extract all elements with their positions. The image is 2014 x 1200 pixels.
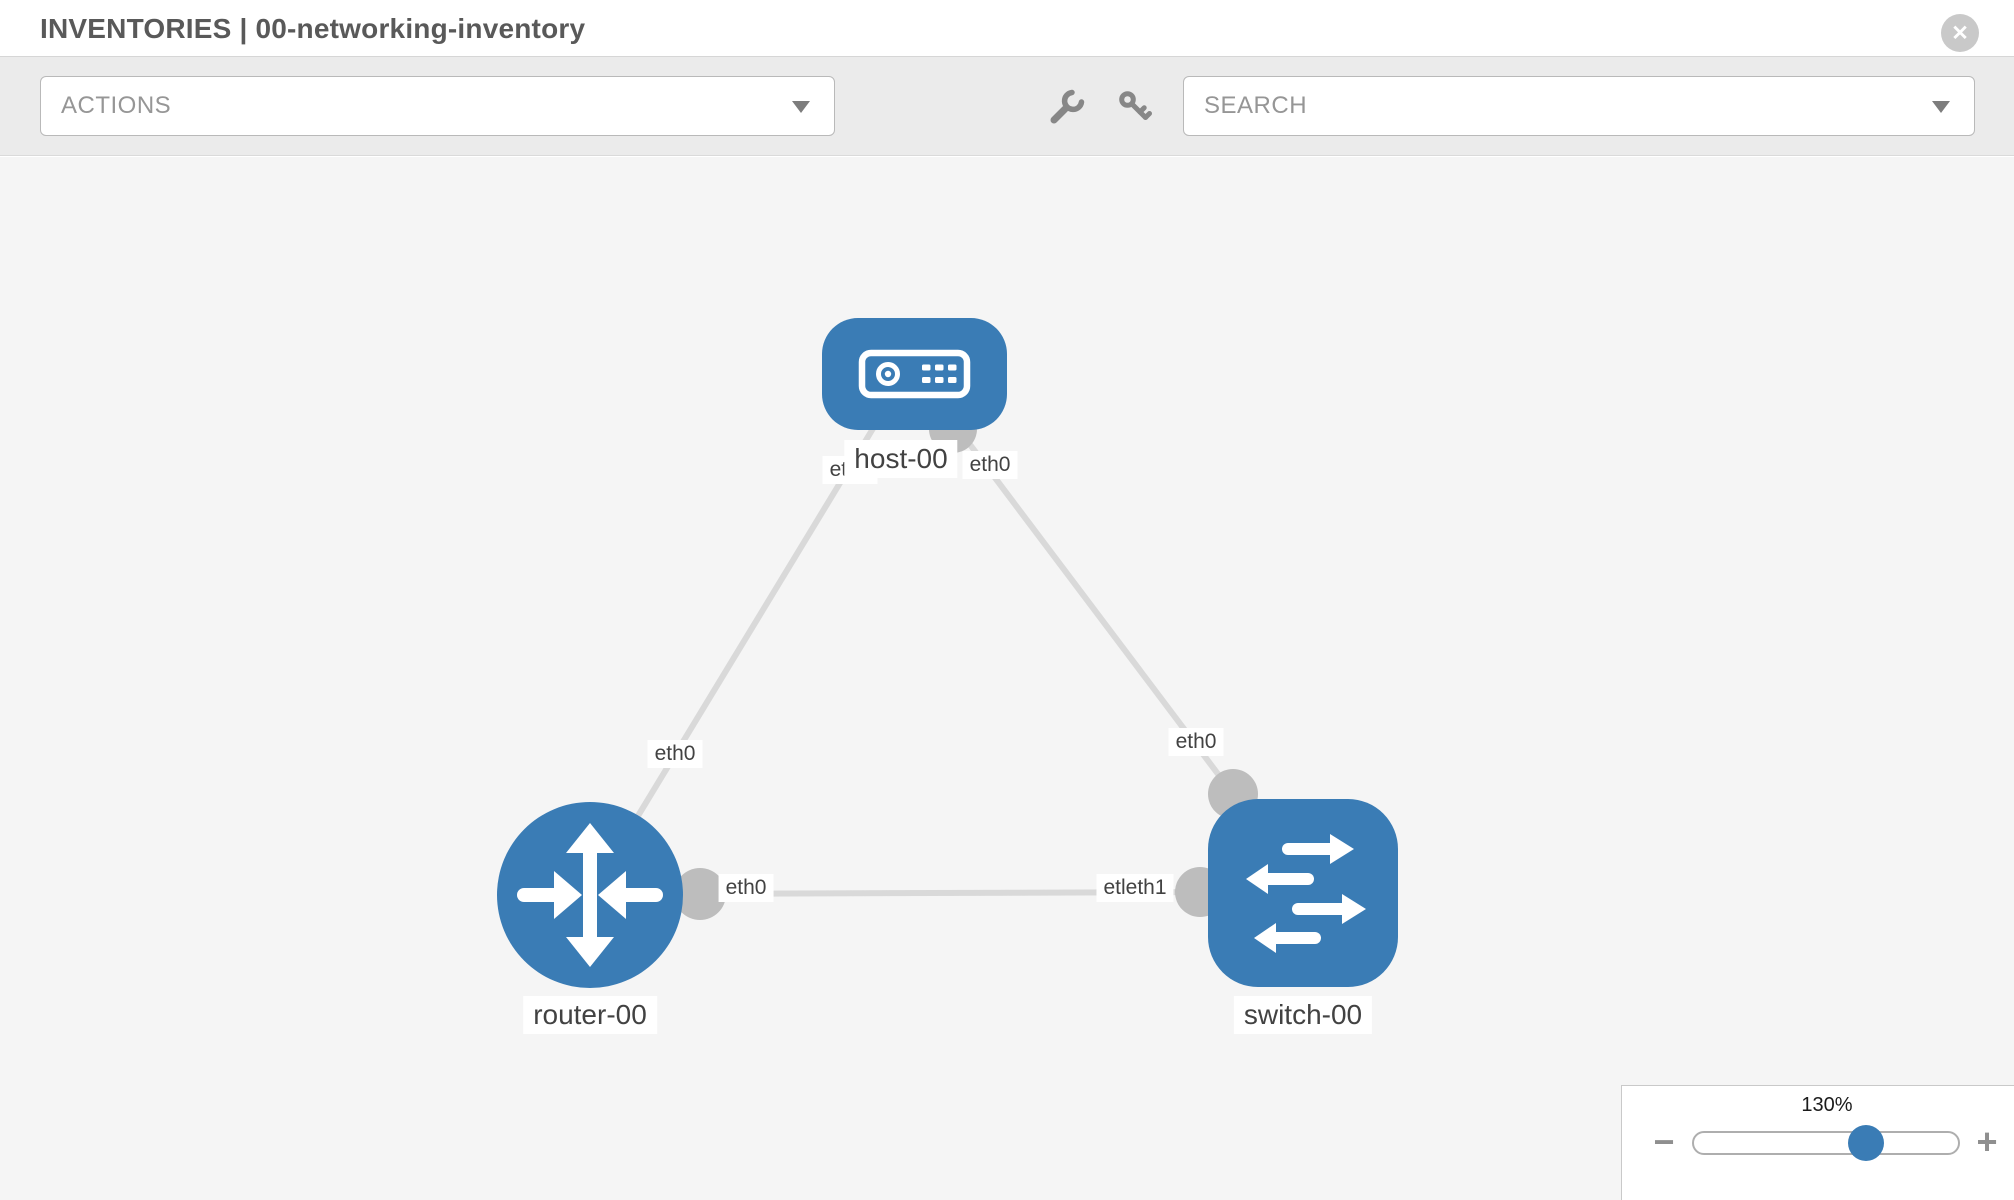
node-router[interactable] [497,802,683,988]
minus-icon: − [1653,1121,1675,1162]
zoom-out-button[interactable]: − [1644,1122,1684,1162]
router-icon [517,823,663,967]
header-bar: INVENTORIES | 00-networking-inventory ✕ [0,0,2014,57]
zoom-in-button[interactable]: + [1967,1122,2007,1162]
configure-button[interactable] [1049,89,1085,125]
zoom-slider-knob[interactable] [1847,1125,1884,1161]
chevron-down-icon [792,101,810,113]
chevron-down-icon [1932,101,1950,113]
key-icon [1119,91,1152,120]
plus-icon: + [1976,1121,1998,1162]
switch-icon [1246,834,1366,953]
host-icon [858,349,971,399]
node-switch[interactable] [1208,799,1398,987]
interface-label: eth0 [647,740,703,768]
close-icon: ✕ [1951,21,1969,45]
close-button[interactable]: ✕ [1941,14,1979,52]
search-select[interactable]: SEARCH [1183,76,1975,136]
node-label-switch: switch-00 [1233,996,1373,1034]
page-title: INVENTORIES | 00-networking-inventory [40,13,586,44]
node-label-host: host-00 [844,440,958,478]
link-host-router[interactable] [587,415,883,897]
topology-canvas[interactable]: eth0 eth0 eth0 eth0 eth0 etleth1 host-00… [0,157,2014,1200]
node-host[interactable] [822,318,1007,430]
search-select-label: SEARCH [1204,92,1308,119]
credentials-button[interactable] [1117,89,1153,125]
zoom-slider-track[interactable] [1692,1125,1960,1161]
node-label-router: router-00 [523,996,657,1034]
interface-label: etleth1 [1096,874,1174,902]
interface-label: eth0 [1168,728,1224,756]
interface-label: eth0 [718,874,774,902]
actions-select[interactable]: ACTIONS [40,76,835,136]
zoom-panel: 130% − + [1621,1085,2014,1200]
zoom-level-text: 130% [1801,1094,1853,1116]
toolbar: ACTIONS SEARCH [0,57,2014,156]
interface-label: eth0 [962,451,1018,479]
actions-select-label: ACTIONS [61,92,172,119]
wrench-icon [1050,89,1085,124]
interface-circle-router-eth0 [674,868,726,920]
